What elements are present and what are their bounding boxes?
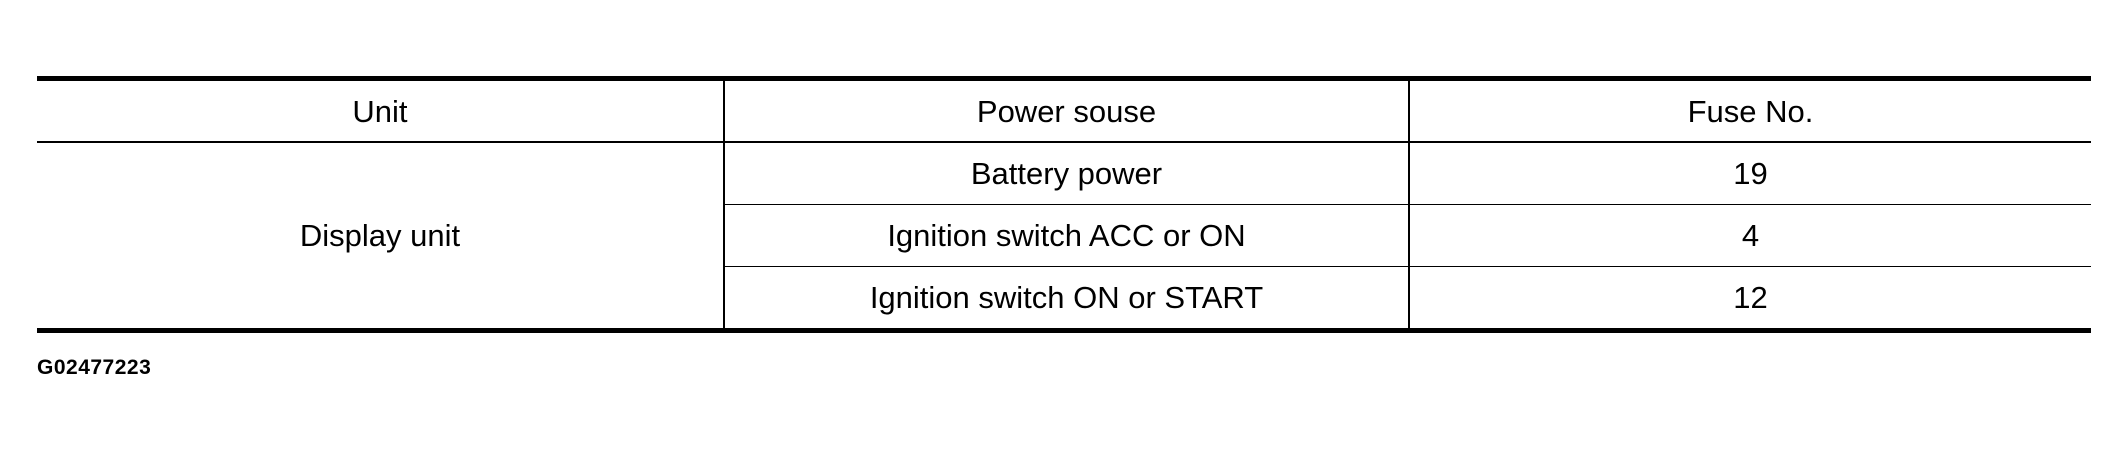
fuse-no-cell: 12 xyxy=(1408,266,2091,333)
header-unit: Unit xyxy=(37,76,724,143)
figure-id: G02477223 xyxy=(37,356,152,379)
fuse-no-cell: 4 xyxy=(1408,204,2091,267)
power-source-cell: Ignition switch ACC or ON xyxy=(723,204,1409,267)
fuse-table: Unit Power souse Fuse No. Display unit B… xyxy=(37,76,2091,333)
unit-cell: Display unit xyxy=(37,142,724,333)
table-row: Ignition switch ON or START 12 xyxy=(37,266,2091,333)
header-power-source: Power souse xyxy=(723,76,1409,143)
power-source-cell: Battery power xyxy=(723,142,1409,205)
header-fuse-no: Fuse No. xyxy=(1408,76,2091,143)
table-row: Display unit Battery power 19 xyxy=(37,142,2091,333)
table-header-row: Unit Power souse Fuse No. xyxy=(37,76,2091,143)
fuse-table-container: Unit Power souse Fuse No. Display unit B… xyxy=(37,76,2091,333)
fuse-no-cell: 19 xyxy=(1408,142,2091,205)
table-row: Ignition switch ACC or ON 4 xyxy=(37,204,2091,267)
power-source-cell: Ignition switch ON or START xyxy=(723,266,1409,333)
